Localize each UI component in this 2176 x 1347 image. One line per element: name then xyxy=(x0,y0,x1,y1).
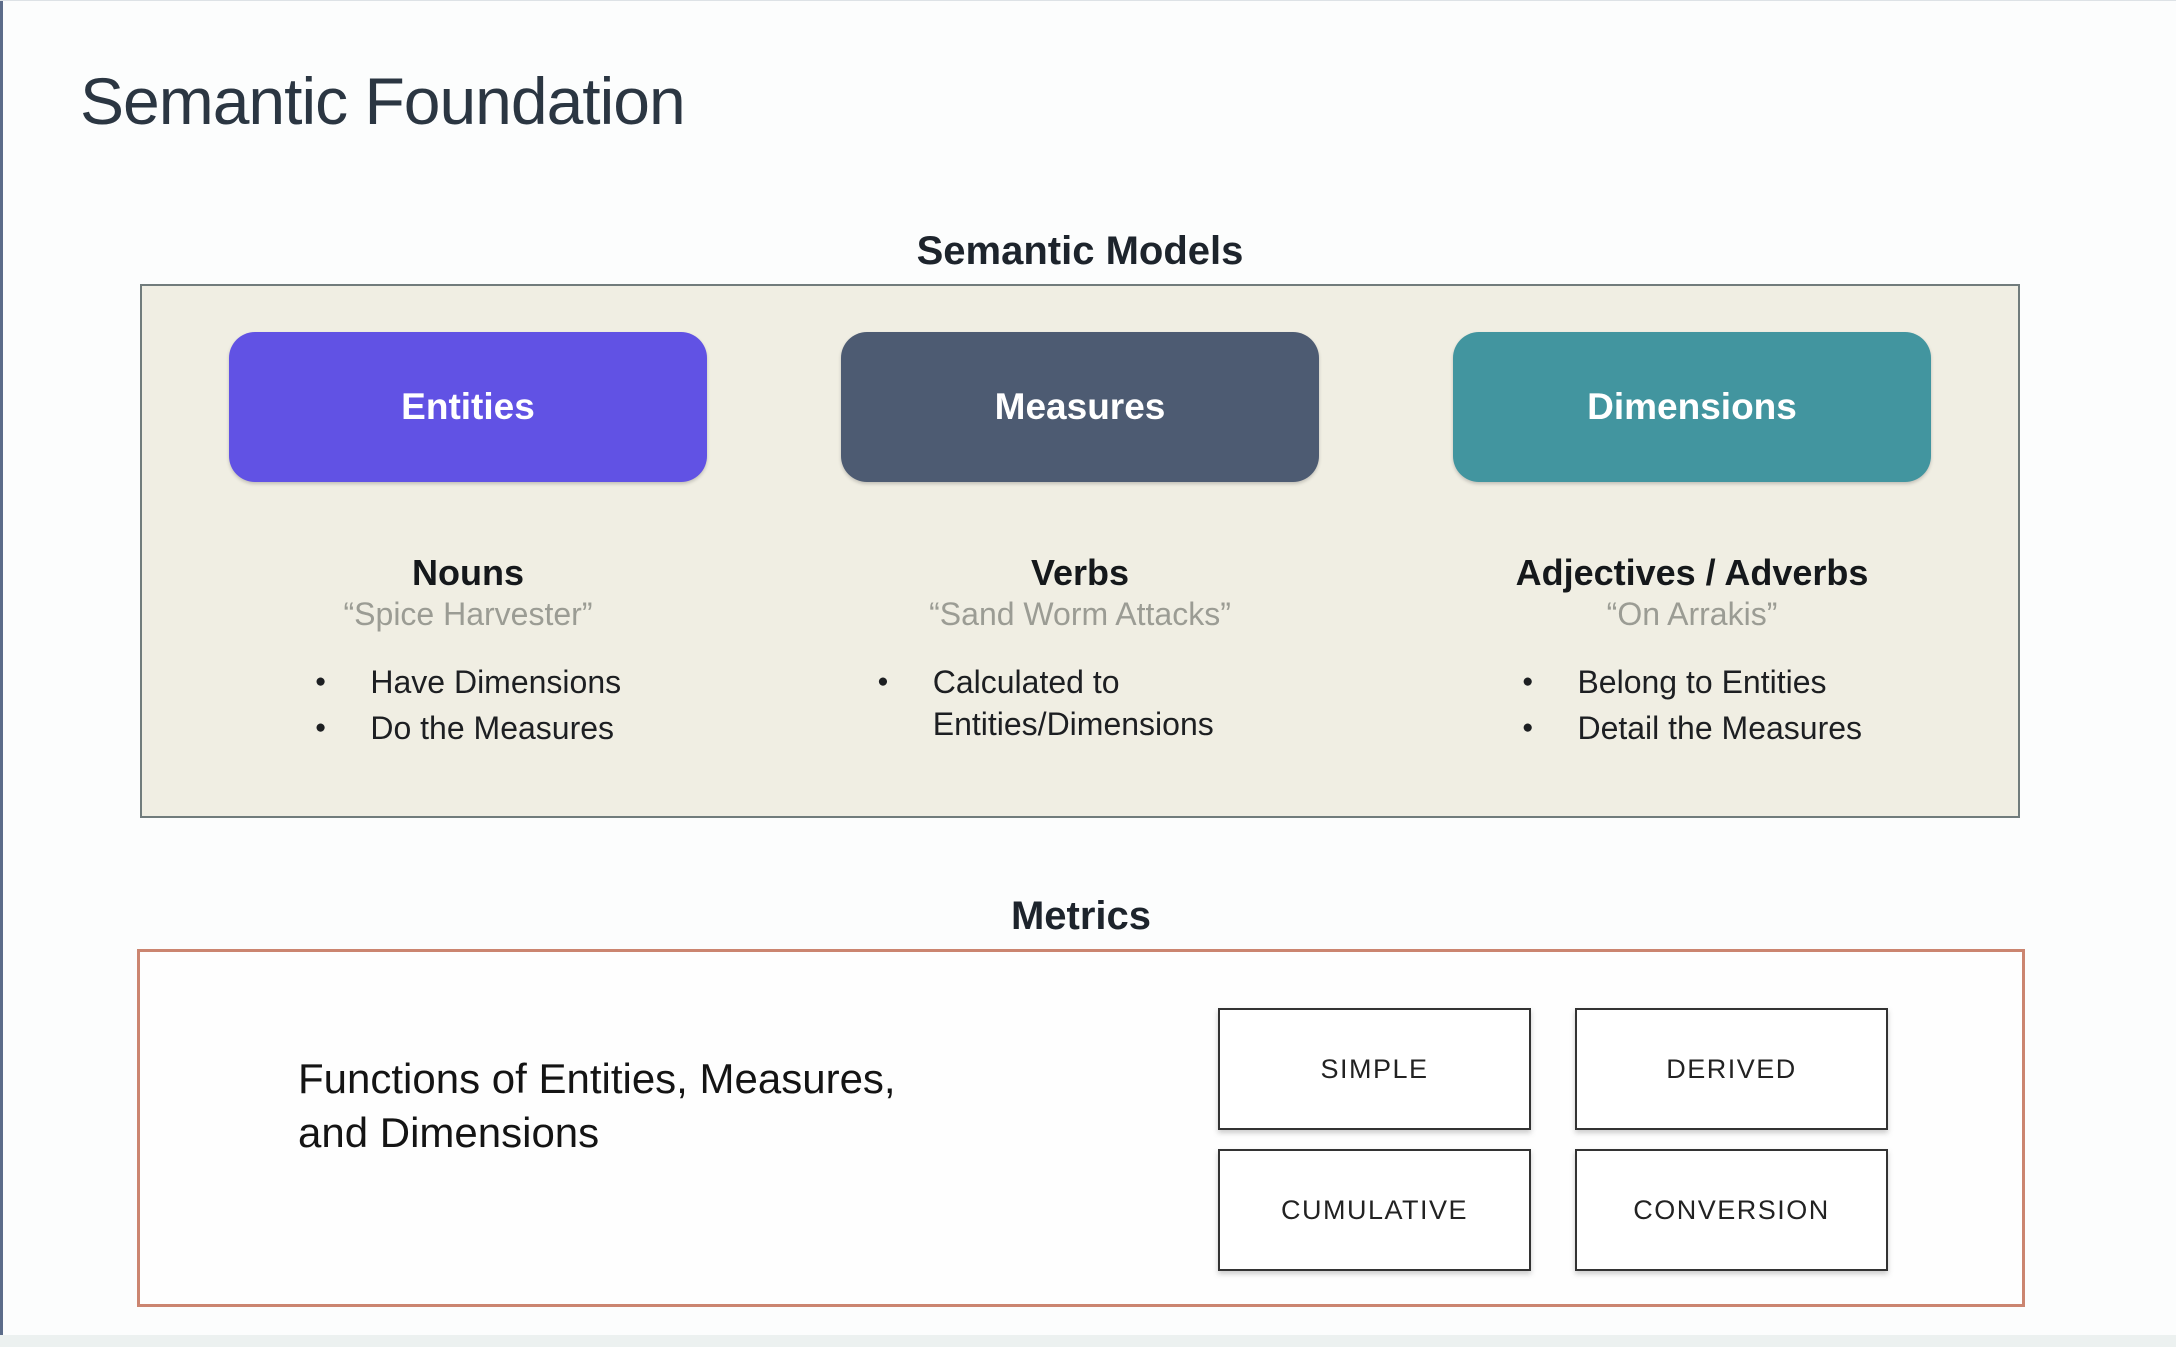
semantic-models-heading: Semantic Models xyxy=(916,229,1244,273)
entities-button: Entities xyxy=(229,332,707,482)
dimensions-role-label: Adjectives / Adverbs xyxy=(1515,552,1869,593)
bullet-dot: ● xyxy=(877,671,889,692)
bullet-item: ● Belong to Entities xyxy=(1522,661,1862,703)
model-column-dimensions: Dimensions Adjectives / Adverbs “On Arra… xyxy=(1386,332,1998,816)
dimensions-button: Dimensions xyxy=(1453,332,1931,482)
metrics-description: Functions of Entities, Measures, and Dim… xyxy=(298,1055,896,1156)
bullet-text: Detail the Measures xyxy=(1577,710,1863,746)
bullet-text: Do the Measures xyxy=(370,710,615,746)
model-column-measures: Measures Verbs “Sand Worm Attacks” ● Cal… xyxy=(774,332,1386,816)
metrics-heading: Metrics xyxy=(1010,894,1152,938)
bullet-dot: ● xyxy=(314,717,327,738)
entities-role-label: Nouns xyxy=(412,552,524,593)
metric-type-chip-derived: DERIVED xyxy=(1575,1008,1888,1130)
dimensions-example-label: “On Arrakis” xyxy=(1606,596,1778,632)
bullet-text: Belong to Entities xyxy=(1577,664,1827,700)
metric-type-chip-simple: SIMPLE xyxy=(1218,1008,1531,1130)
bottom-strip xyxy=(0,1335,2176,1347)
measures-button: Measures xyxy=(841,332,1319,482)
metrics-section: Metrics Functions of Entities, Measures,… xyxy=(137,894,2025,1307)
bullet-dot: ● xyxy=(1521,671,1534,692)
bullet-dot: ● xyxy=(314,671,327,692)
left-edge-line xyxy=(0,1,3,1347)
measures-role-label: Verbs xyxy=(1030,552,1130,593)
bullet-item: ● Detail the Measures xyxy=(1522,707,1862,749)
model-column-entities: Entities Nouns “Spice Harvester” ● Have … xyxy=(162,332,774,816)
metrics-panel: Functions of Entities, Measures, and Dim… xyxy=(137,949,2025,1307)
entities-example-label: “Spice Harvester” xyxy=(343,596,593,632)
metric-type-chip-conversion: CONVERSION xyxy=(1575,1149,1888,1271)
measures-example-label: “Sand Worm Attacks” xyxy=(929,596,1231,632)
page-title: Semantic Foundation xyxy=(80,64,686,138)
semantic-models-section: Semantic Models Entities Nouns “Spice Ha… xyxy=(140,229,2020,818)
bullet-item: ● Have Dimensions xyxy=(315,661,621,703)
entities-bullet-list: ● Have Dimensions ● Do the Measures xyxy=(315,661,621,753)
bullet-item: ● Do the Measures xyxy=(315,707,621,749)
semantic-models-panel: Entities Nouns “Spice Harvester” ● Have … xyxy=(140,284,2020,818)
measures-bullet-list: ● Calculated to Entities/Dimensions xyxy=(877,661,1282,749)
bullet-dot: ● xyxy=(1521,717,1534,738)
bullet-item: ● Calculated to Entities/Dimensions xyxy=(877,661,1282,745)
metric-type-chip-cumulative: CUMULATIVE xyxy=(1218,1149,1531,1271)
dimensions-bullet-list: ● Belong to Entities ● Detail the Measur… xyxy=(1522,661,1862,753)
bullet-text: Calculated to Entities/Dimensions xyxy=(932,664,1214,742)
metric-types-grid: SIMPLE DERIVED CUMULATIVE CONVERSION xyxy=(1218,1008,1888,1271)
bullet-text: Have Dimensions xyxy=(370,664,622,700)
